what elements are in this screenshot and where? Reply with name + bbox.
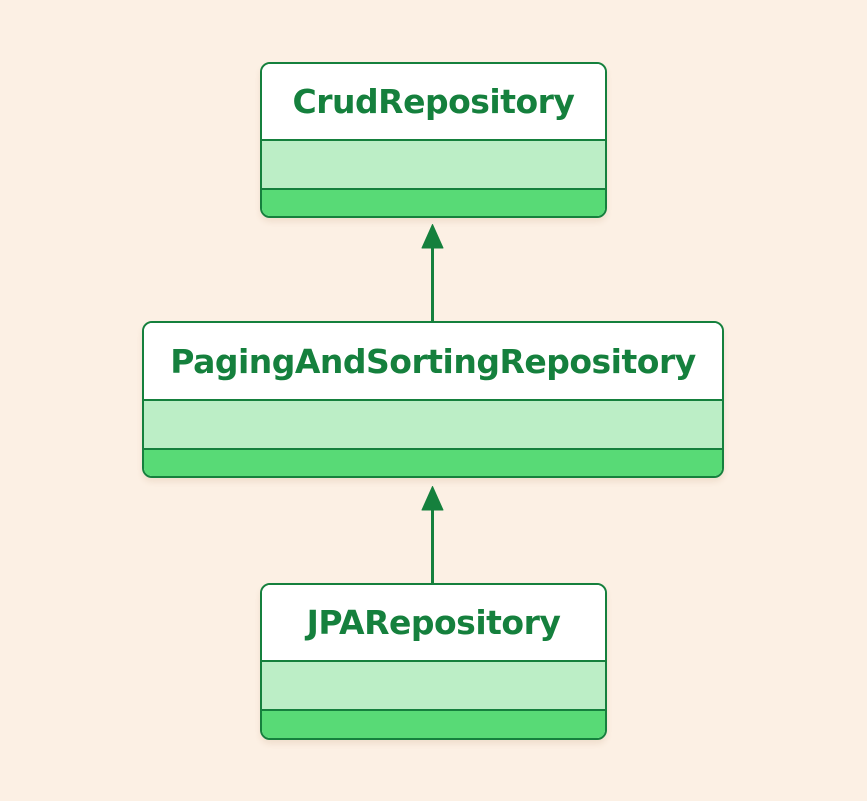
- class-name-label: CrudRepository: [292, 82, 575, 121]
- class-name-label: JPARepository: [306, 603, 561, 642]
- attributes-compartment: [262, 141, 605, 190]
- class-node-jparepository: JPARepository: [260, 583, 607, 740]
- methods-compartment: [262, 190, 605, 216]
- class-node-pagingandsortingrepository: PagingAndSortingRepository: [142, 321, 724, 478]
- attributes-compartment: [262, 662, 605, 711]
- class-name-label: PagingAndSortingRepository: [170, 341, 696, 381]
- methods-compartment: [262, 711, 605, 738]
- class-name-compartment: JPARepository: [262, 585, 605, 662]
- class-name-compartment: CrudRepository: [262, 64, 605, 141]
- inheritance-arrow-paging-to-crud: [421, 224, 444, 322]
- methods-compartment: [144, 450, 722, 476]
- class-name-compartment: PagingAndSortingRepository: [144, 323, 722, 401]
- inheritance-arrow-jpa-to-paging: [421, 486, 444, 584]
- class-node-crudrepository: CrudRepository: [260, 62, 607, 218]
- attributes-compartment: [144, 401, 722, 450]
